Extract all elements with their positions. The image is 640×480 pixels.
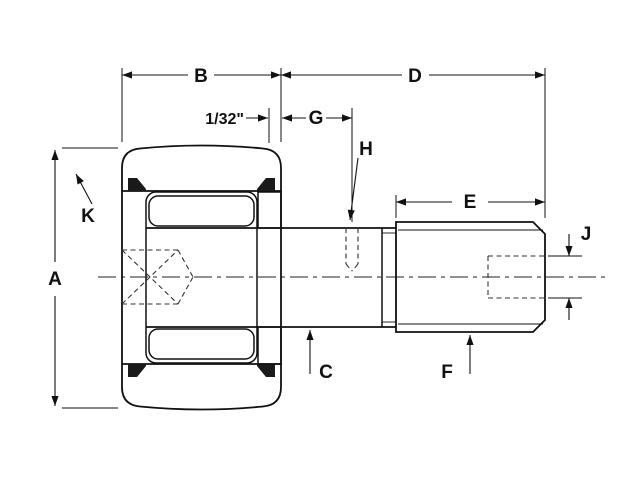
dimension-k: K [75,173,95,227]
dim-label-f: F [441,362,453,383]
retainer-lip-bottom-left [128,364,146,377]
dim-label-g: G [309,108,324,129]
flange-strip-bottom [257,326,282,365]
dimension-f: F [441,335,474,383]
dimension-j: J [548,224,591,320]
dim-label-c: C [319,362,333,383]
dim-label-h: H [359,139,373,160]
stud-shank [121,227,396,328]
dim-label-e: E [464,192,477,213]
lube-hole-hidden [345,228,359,272]
dim-label-a: A [48,269,62,290]
offset-label: 1/32" [205,111,244,128]
dim-label-b: B [194,66,208,87]
ring-bottom-band [121,363,282,411]
inner-race-envelope [145,191,258,364]
threaded-end [395,221,546,333]
dim-label-d: D [408,66,422,87]
dimension-d: D [281,66,546,218]
dimension-offset-1-32: 1/32" [205,108,270,143]
dimension-e: E [395,192,545,218]
retainer-lip-top-left [128,178,146,191]
hex-socket-hidden [121,249,194,305]
needle-roller-top [148,195,255,227]
needle-roller-bottom [148,328,255,360]
retainer-lip-bottom-right [257,364,275,377]
dimension-h: H [347,139,373,221]
dim-label-k: K [81,206,95,227]
thread-outline [395,221,546,333]
dimension-a: A [48,147,118,409]
thread-end-socket-hidden [487,255,545,299]
ring-top-band [121,144,282,192]
dim-label-j: J [581,224,592,245]
dimension-g: G [282,108,353,222]
dimension-c: C [306,330,333,383]
retainer-lip-top-right [257,178,275,191]
flange-strip-top [257,191,282,229]
bearing-internals [128,178,282,377]
dimension-b: B [121,66,282,142]
